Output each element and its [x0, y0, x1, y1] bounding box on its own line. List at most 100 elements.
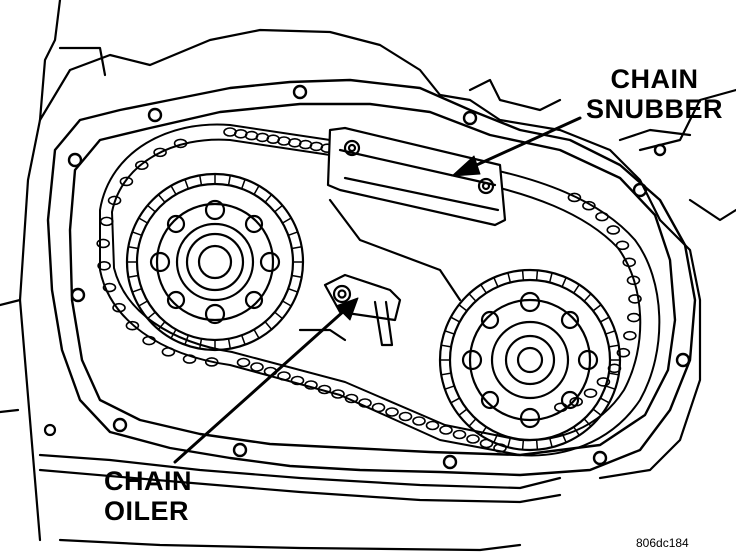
chain-link	[107, 195, 122, 206]
sprocket-tooth	[281, 300, 292, 307]
chain-oiler-label: CHAIN OILER	[104, 466, 192, 526]
sprocket-tooth	[444, 385, 456, 390]
snubber-arrow-head	[451, 155, 481, 177]
chain-link	[615, 240, 630, 251]
chain-link	[567, 192, 582, 203]
sprocket-tooth	[146, 311, 156, 320]
sprocket-tooth	[458, 303, 468, 312]
chain-link	[439, 425, 453, 435]
figure-id: 806dc184	[636, 536, 689, 550]
chain-link	[290, 375, 305, 386]
chain-link	[626, 275, 641, 286]
left-sprocket-teeth	[126, 173, 304, 351]
sprocket-tooth	[493, 276, 499, 288]
chain-link	[96, 238, 110, 249]
oiler-pointer-arrow	[173, 308, 347, 464]
sprocket-tooth	[535, 438, 539, 451]
chain-link	[622, 257, 637, 268]
chain-link	[142, 335, 156, 346]
chain-link	[628, 294, 642, 304]
sprocket-tooth	[138, 300, 149, 307]
sprocket-tooth	[253, 328, 260, 339]
chain-link	[112, 302, 126, 313]
sprocket-tooth	[198, 174, 203, 186]
sprocket-tooth	[227, 174, 232, 186]
sprocket-tooth	[599, 397, 610, 404]
chain-link	[153, 147, 167, 158]
sprocket-tooth	[127, 245, 139, 250]
chain-link	[616, 347, 631, 358]
sprocket-tooth	[444, 330, 456, 335]
sprocket-tooth	[592, 303, 602, 312]
chain-link	[125, 320, 140, 331]
chain-link	[623, 330, 637, 341]
chain-snubber-label: CHAIN SNUBBER	[586, 64, 723, 124]
chain-link	[626, 312, 641, 323]
sprocket-tooth	[548, 272, 553, 284]
sprocket-tooth	[240, 334, 246, 346]
oiler-arrow-head	[335, 297, 359, 321]
sprocket-tooth	[184, 334, 190, 346]
chain-link	[452, 429, 467, 440]
chain-link	[304, 380, 318, 390]
chain-link	[99, 216, 114, 227]
sprocket-tooth	[170, 185, 177, 196]
sprocket-tooth	[274, 311, 284, 320]
chain-link	[102, 282, 117, 293]
sprocket-tooth	[440, 372, 452, 376]
sprocket-tooth	[450, 316, 461, 323]
chain-link	[250, 362, 264, 372]
sprocket-tooth	[450, 397, 461, 404]
sprocket-tooth	[458, 408, 468, 417]
sprocket-tooth	[599, 316, 610, 323]
chain-oiler-label-line2: OILER	[104, 496, 190, 526]
chain-link	[466, 434, 480, 444]
chain-link	[412, 416, 426, 426]
sprocket-tooth	[240, 178, 246, 190]
chain-link	[358, 398, 372, 408]
chain-link	[173, 138, 188, 149]
sprocket-tooth	[535, 269, 539, 282]
sprocket-tooth	[507, 272, 512, 284]
sprocket-tooth	[521, 438, 525, 451]
sprocket-tooth	[157, 193, 166, 203]
chain-link	[596, 377, 611, 387]
sprocket-tooth	[440, 344, 452, 348]
chain-snubber-label-line2: SNUBBER	[586, 94, 724, 124]
chain-link	[236, 357, 251, 368]
sprocket-tooth	[561, 276, 567, 288]
sprocket-tooth	[170, 328, 177, 339]
sprocket-tooth	[604, 330, 616, 335]
chain-snubber	[326, 126, 507, 302]
sprocket-tooth	[264, 321, 273, 331]
chain-link	[119, 176, 134, 187]
sprocket-tooth	[468, 293, 477, 302]
sprocket-tooth	[592, 408, 602, 417]
chain-link	[317, 384, 332, 395]
sprocket-tooth	[274, 204, 284, 213]
chain-link	[331, 389, 345, 399]
sprocket-tooth	[287, 287, 299, 293]
chain-link	[582, 200, 596, 211]
chain-link	[425, 420, 440, 431]
sprocket-tooth	[573, 283, 580, 294]
timing-cover-flange	[46, 78, 697, 477]
sprocket-tooth	[281, 217, 292, 224]
sprocket-tooth	[493, 432, 499, 444]
chain-link	[134, 160, 149, 171]
sprocket-tooth	[561, 432, 567, 444]
chain-link	[371, 402, 386, 413]
sprocket-tooth	[468, 418, 477, 427]
sprocket-tooth	[184, 178, 190, 190]
sprocket-tooth	[287, 231, 299, 237]
chain-link	[398, 411, 413, 422]
chain-link	[606, 225, 621, 235]
sprocket-tooth	[146, 204, 156, 213]
sprocket-tooth	[521, 269, 525, 282]
sprocket-tooth	[480, 426, 487, 437]
sprocket-tooth	[573, 426, 580, 437]
sprocket-tooth	[608, 344, 620, 348]
sprocket-tooth	[227, 338, 232, 350]
snubber-pointer-arrow	[468, 116, 582, 170]
